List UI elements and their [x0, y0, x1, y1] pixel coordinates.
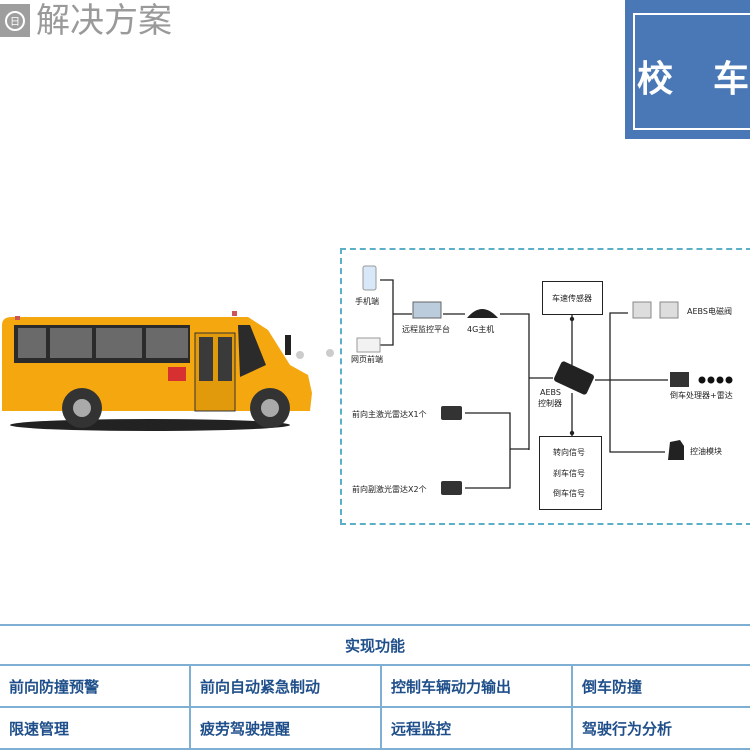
phone-icon: [362, 265, 377, 291]
oil-module-icon: [668, 440, 684, 460]
signal-brake: 刹车信号: [553, 469, 585, 478]
feature-cell: 限速管理: [0, 706, 191, 750]
web-icon: [356, 337, 381, 353]
school-bus-image: [2, 311, 334, 431]
platform-label: 远程监控平台: [402, 325, 450, 334]
radar-sensors-icon: [698, 376, 733, 384]
4g-host-icon: [467, 309, 498, 318]
signal-steering: 转向信号: [553, 448, 585, 457]
oil-label: 控油模块: [690, 447, 722, 456]
feature-cell: 控制车辆动力输出: [380, 664, 573, 708]
web-label: 网页前端: [351, 355, 383, 364]
phone-label: 手机端: [355, 297, 379, 306]
lidar-main-icon: [441, 406, 462, 420]
valve-icon: [659, 301, 679, 319]
page-title: 解决方案: [36, 1, 172, 41]
table-row: 前向防撞预警 前向自动紧急制动 控制车辆动力输出 倒车防撞: [0, 664, 750, 708]
feature-cell: 驾驶行为分析: [571, 706, 750, 750]
feature-cell: 前向自动紧急制动: [189, 664, 382, 708]
monitor-icon: [412, 301, 442, 319]
diagram-connectors: [356, 265, 733, 495]
controller-label-2: 控制器: [538, 399, 562, 408]
system-diagram: [340, 248, 750, 525]
aebs-controller-icon: [554, 361, 594, 395]
host-label: 4G主机: [467, 325, 495, 334]
lidar-main-label: 前向主激光雷达X1个: [352, 410, 427, 419]
features-header: 实现功能: [0, 624, 750, 666]
valve-icon: [632, 301, 652, 319]
valve-label: AEBS电磁阀: [687, 307, 732, 316]
feature-cell: 前向防撞预警: [0, 664, 191, 708]
lidar-sub-icon: [441, 481, 462, 495]
reverse-processor-icon: [670, 372, 689, 387]
title-box-text: 校 车: [637, 59, 750, 100]
controller-label-1: AEBS: [540, 388, 561, 397]
features-table: 实现功能 前向防撞预警 前向自动紧急制动 控制车辆动力输出 倒车防撞 限速管理 …: [0, 624, 750, 750]
signal-reverse: 倒车信号: [553, 489, 585, 498]
table-row: 限速管理 疲劳驾驶提醒 远程监控 驾驶行为分析: [0, 706, 750, 750]
company-logo-icon: 日: [0, 4, 30, 37]
speed-sensor-label: 车速传感器: [552, 294, 592, 303]
lidar-sub-label: 前向副激光雷达X2个: [352, 485, 427, 494]
feature-cell: 疲劳驾驶提醒: [189, 706, 382, 750]
feature-cell: 远程监控: [380, 706, 573, 750]
title-box: 校 车: [625, 0, 750, 139]
reverse-label: 倒车处理器+雷达: [670, 391, 733, 400]
feature-cell: 倒车防撞: [571, 664, 750, 708]
